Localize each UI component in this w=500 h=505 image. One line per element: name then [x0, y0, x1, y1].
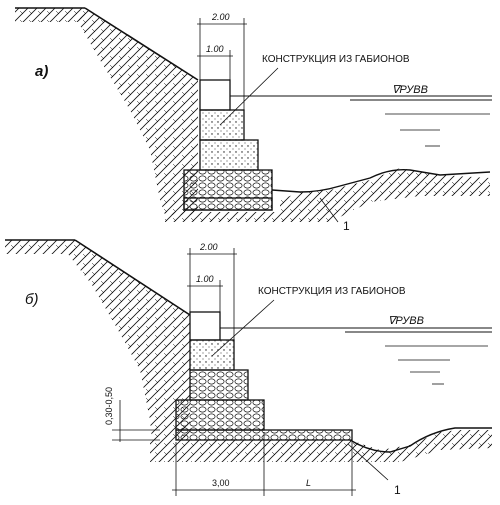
panel-a: 2.00 1.00 а) КОНСТРУКЦИЯ ИЗ ГАБИОНОВ ∇РУ… [15, 7, 492, 233]
panel-b-vertical-dimension [112, 400, 160, 442]
panel-a-slope-line [84, 7, 199, 81]
panel-b-gabion-bottom [175, 399, 265, 431]
panel-b-dim-top: 2.00 [199, 242, 218, 252]
panel-b-gabion-top [189, 311, 221, 341]
panel-a-dim-inner: 1.00 [206, 44, 224, 54]
panel-a-dim-top: 2.00 [211, 12, 230, 22]
panel-a-water-level: ∇РУВВ [392, 84, 428, 96]
panel-b-water-level: ∇РУВВ [388, 315, 424, 327]
panel-b-river-bed [349, 427, 492, 453]
panel-b-bottom-dimensions [172, 432, 356, 496]
panel-b-slope-line [74, 239, 191, 316]
panel-b-dim-bottom-right: L [306, 478, 311, 488]
panel-a-callout: 1 [343, 219, 350, 233]
panel-a-gabion-base [183, 197, 273, 211]
panel-a-slope-soil [78, 8, 198, 215]
panel-a-gabion-bottom [183, 169, 273, 211]
panel-a-gabion-3 [199, 139, 259, 171]
panel-a-river-bed [271, 168, 491, 193]
panel-a-top-ground [15, 8, 85, 22]
panel-b-dim-bottom-left: 3,00 [212, 478, 230, 488]
panel-b-construction-label: КОНСТРУКЦИЯ ИЗ ГАБИОНОВ [258, 286, 406, 297]
panel-b-dim-inner: 1.00 [196, 274, 214, 284]
panel-a-construction-leader [219, 67, 279, 126]
panel-b: 2.00 1.00 б) КОНСТРУКЦИЯ ИЗ ГАБИОНОВ ∇РУ… [5, 239, 492, 497]
panel-a-gabion-top [199, 79, 231, 111]
panel-b-callout: 1 [394, 483, 401, 497]
panel-b-dim-vertical: 0,30-0,50 [104, 387, 114, 425]
panel-b-top-ground [5, 240, 75, 254]
panel-a-construction-label: КОНСТРУКЦИЯ ИЗ ГАБИОНОВ [262, 54, 410, 65]
panel-a-label: а) [35, 63, 48, 80]
panel-b-label: б) [25, 291, 38, 308]
panel-a-callout-leader [319, 197, 339, 223]
panel-a-base-soil [165, 168, 490, 222]
panel-b-water-lines [220, 327, 492, 385]
panel-b-gabion-3 [189, 369, 249, 401]
panel-b-callout-leader [347, 443, 389, 481]
panel-a-gabion-2 [199, 109, 245, 141]
panel-a-water-lines [230, 95, 492, 147]
panel-b-dimensions [187, 248, 237, 342]
panel-b-gabion-2 [189, 339, 235, 371]
panel-b-slope-soil [68, 240, 190, 440]
panel-a-dimensions [197, 18, 247, 112]
panel-b-base-soil [150, 430, 492, 462]
